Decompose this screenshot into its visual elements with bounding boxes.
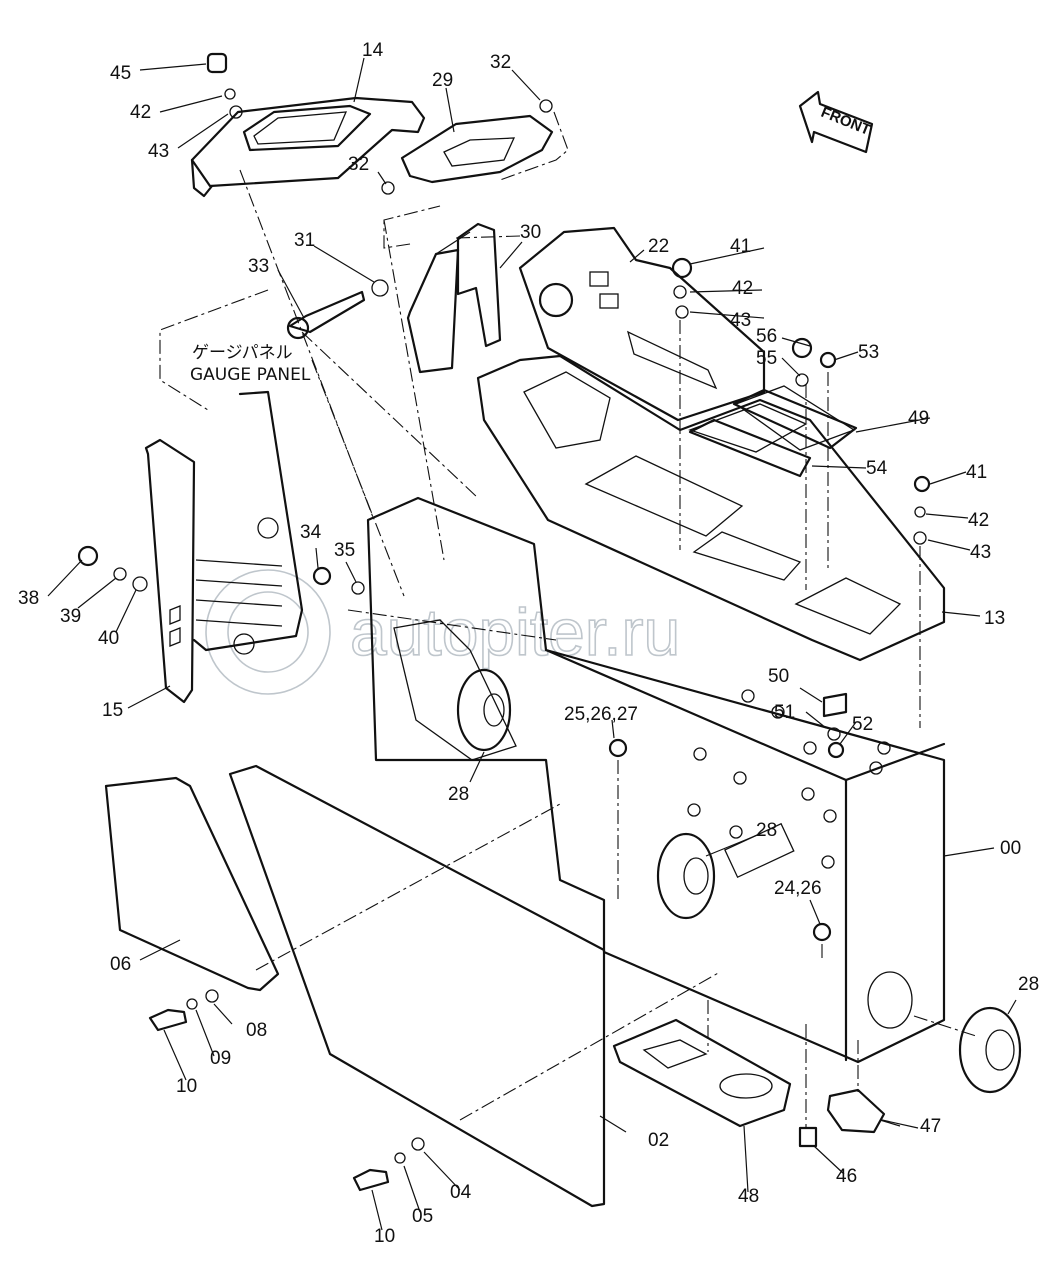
label-56: 56 bbox=[756, 326, 777, 347]
part-29-plate bbox=[400, 114, 554, 184]
label-53: 53 bbox=[858, 342, 879, 363]
label-33: 33 bbox=[248, 256, 269, 277]
part-number-labels: 45 42 43 14 29 32 32 31 33 30 22 41 42 4… bbox=[18, 40, 1039, 1247]
label-52: 52 bbox=[852, 714, 873, 735]
label-28: 28 bbox=[448, 784, 469, 805]
label-47: 47 bbox=[920, 1116, 941, 1137]
label-51: 51 bbox=[774, 702, 795, 723]
label-13: 13 bbox=[984, 608, 1005, 629]
part-14-top-cover bbox=[190, 96, 426, 198]
label-39: 39 bbox=[60, 606, 81, 627]
label-28: 28 bbox=[756, 820, 777, 841]
label-29: 29 bbox=[432, 70, 453, 91]
part-28-grommets bbox=[456, 668, 1022, 1094]
label-42: 42 bbox=[968, 510, 989, 531]
label-30: 30 bbox=[520, 222, 541, 243]
gauge-panel-en-label: GAUGE PANEL bbox=[190, 365, 311, 385]
label-32: 32 bbox=[490, 52, 511, 73]
label-31: 31 bbox=[294, 230, 315, 251]
label-38: 38 bbox=[18, 588, 39, 609]
label-42: 42 bbox=[732, 278, 753, 299]
label-40: 40 bbox=[98, 628, 119, 649]
label-06: 06 bbox=[110, 954, 131, 975]
label-00: 00 bbox=[1000, 838, 1021, 859]
label-55: 55 bbox=[756, 348, 777, 369]
leader-lines bbox=[47, 57, 1017, 1231]
label-43: 43 bbox=[970, 542, 991, 563]
part-47-grommet bbox=[826, 1088, 886, 1134]
label-05: 05 bbox=[412, 1206, 433, 1227]
label-42: 42 bbox=[130, 102, 151, 123]
label-34: 34 bbox=[300, 522, 322, 543]
label-22: 22 bbox=[648, 236, 669, 257]
label-08: 08 bbox=[246, 1020, 267, 1041]
label-24-26: 24,26 bbox=[774, 878, 822, 899]
label-54: 54 bbox=[866, 458, 888, 479]
label-09: 09 bbox=[210, 1048, 231, 1069]
label-15: 15 bbox=[102, 700, 123, 721]
front-label: FRONT bbox=[818, 104, 872, 139]
part-06-plate bbox=[104, 776, 280, 992]
part-49-plate bbox=[732, 388, 858, 450]
label-41: 41 bbox=[730, 236, 751, 257]
watermark-logo: autopiter.ru bbox=[205, 569, 681, 695]
label-32: 32 bbox=[348, 154, 369, 175]
part-46-plug bbox=[798, 1126, 818, 1148]
front-direction-arrow: FRONT bbox=[798, 90, 874, 154]
label-45: 45 bbox=[110, 63, 131, 84]
part-22-panel bbox=[518, 226, 766, 422]
part-54-plate bbox=[688, 418, 812, 478]
label-43: 43 bbox=[730, 310, 751, 331]
label-48: 48 bbox=[738, 1186, 759, 1207]
part-48-plate bbox=[612, 1018, 792, 1128]
part-00-main-body bbox=[366, 496, 946, 1064]
watermark-text: autopiter.ru bbox=[350, 595, 680, 669]
label-49: 49 bbox=[908, 408, 929, 429]
label-10: 10 bbox=[176, 1076, 197, 1097]
label-28: 28 bbox=[1018, 974, 1039, 995]
label-25-26-27: 25,26,27 bbox=[564, 704, 638, 725]
bolt-45-icon bbox=[206, 52, 228, 74]
label-14: 14 bbox=[362, 40, 384, 61]
part-13-main-frame bbox=[476, 354, 946, 662]
label-43: 43 bbox=[148, 141, 169, 162]
gauge-panel-jp-label: ゲージパネル bbox=[192, 343, 293, 363]
label-10: 10 bbox=[374, 1226, 395, 1247]
label-02: 02 bbox=[648, 1130, 669, 1151]
part-30-bracket bbox=[406, 222, 502, 374]
label-46: 46 bbox=[836, 1166, 857, 1187]
part-15-gauge-bracket bbox=[144, 390, 304, 704]
part-02-plate bbox=[228, 764, 606, 1208]
label-50: 50 bbox=[768, 666, 789, 687]
label-04: 04 bbox=[450, 1182, 472, 1203]
label-35: 35 bbox=[334, 540, 355, 561]
label-41: 41 bbox=[966, 462, 987, 483]
